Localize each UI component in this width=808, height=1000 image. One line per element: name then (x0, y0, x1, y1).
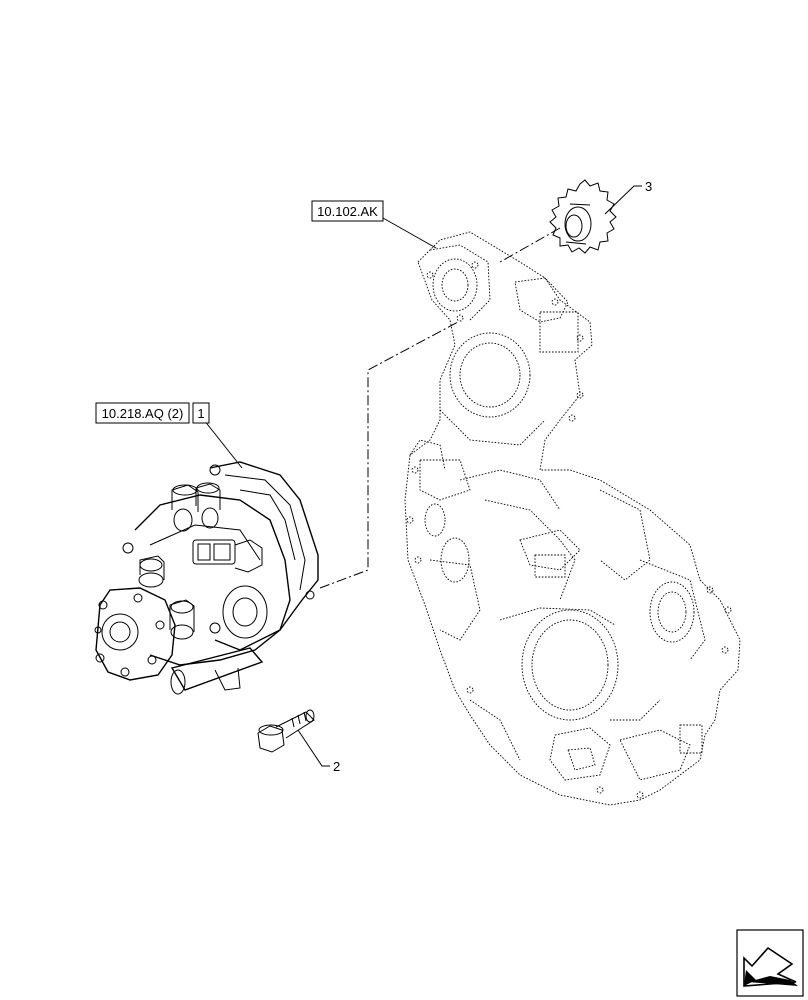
housing-reference-callout[interactable]: 10.102.AK (311, 200, 384, 222)
fuel-injection-pump (94, 461, 319, 695)
pump-assembly-line (319, 321, 459, 589)
pump-item-number: 1 (197, 406, 204, 421)
next-page-arrow-icon[interactable] (736, 929, 804, 997)
pump-reference-label: 10.218.AQ (2) (102, 406, 184, 421)
pump-item-callout: 1 (192, 402, 210, 424)
pump-reference-callout[interactable]: 10.218.AQ (2) (95, 402, 190, 424)
pump-ref-leader (203, 419, 243, 469)
gear-housing (404, 231, 741, 806)
idler-gear (549, 179, 617, 254)
bolt-item-number: 2 (333, 759, 340, 774)
housing-reference-label: 10.102.AK (317, 204, 378, 219)
flange-bolt (257, 709, 315, 753)
gear-leader (604, 185, 642, 215)
gear-assembly-line (499, 227, 561, 263)
housing-ref-leader (382, 217, 437, 249)
bolt-leader (297, 729, 330, 767)
gear-item-number: 3 (645, 179, 652, 194)
